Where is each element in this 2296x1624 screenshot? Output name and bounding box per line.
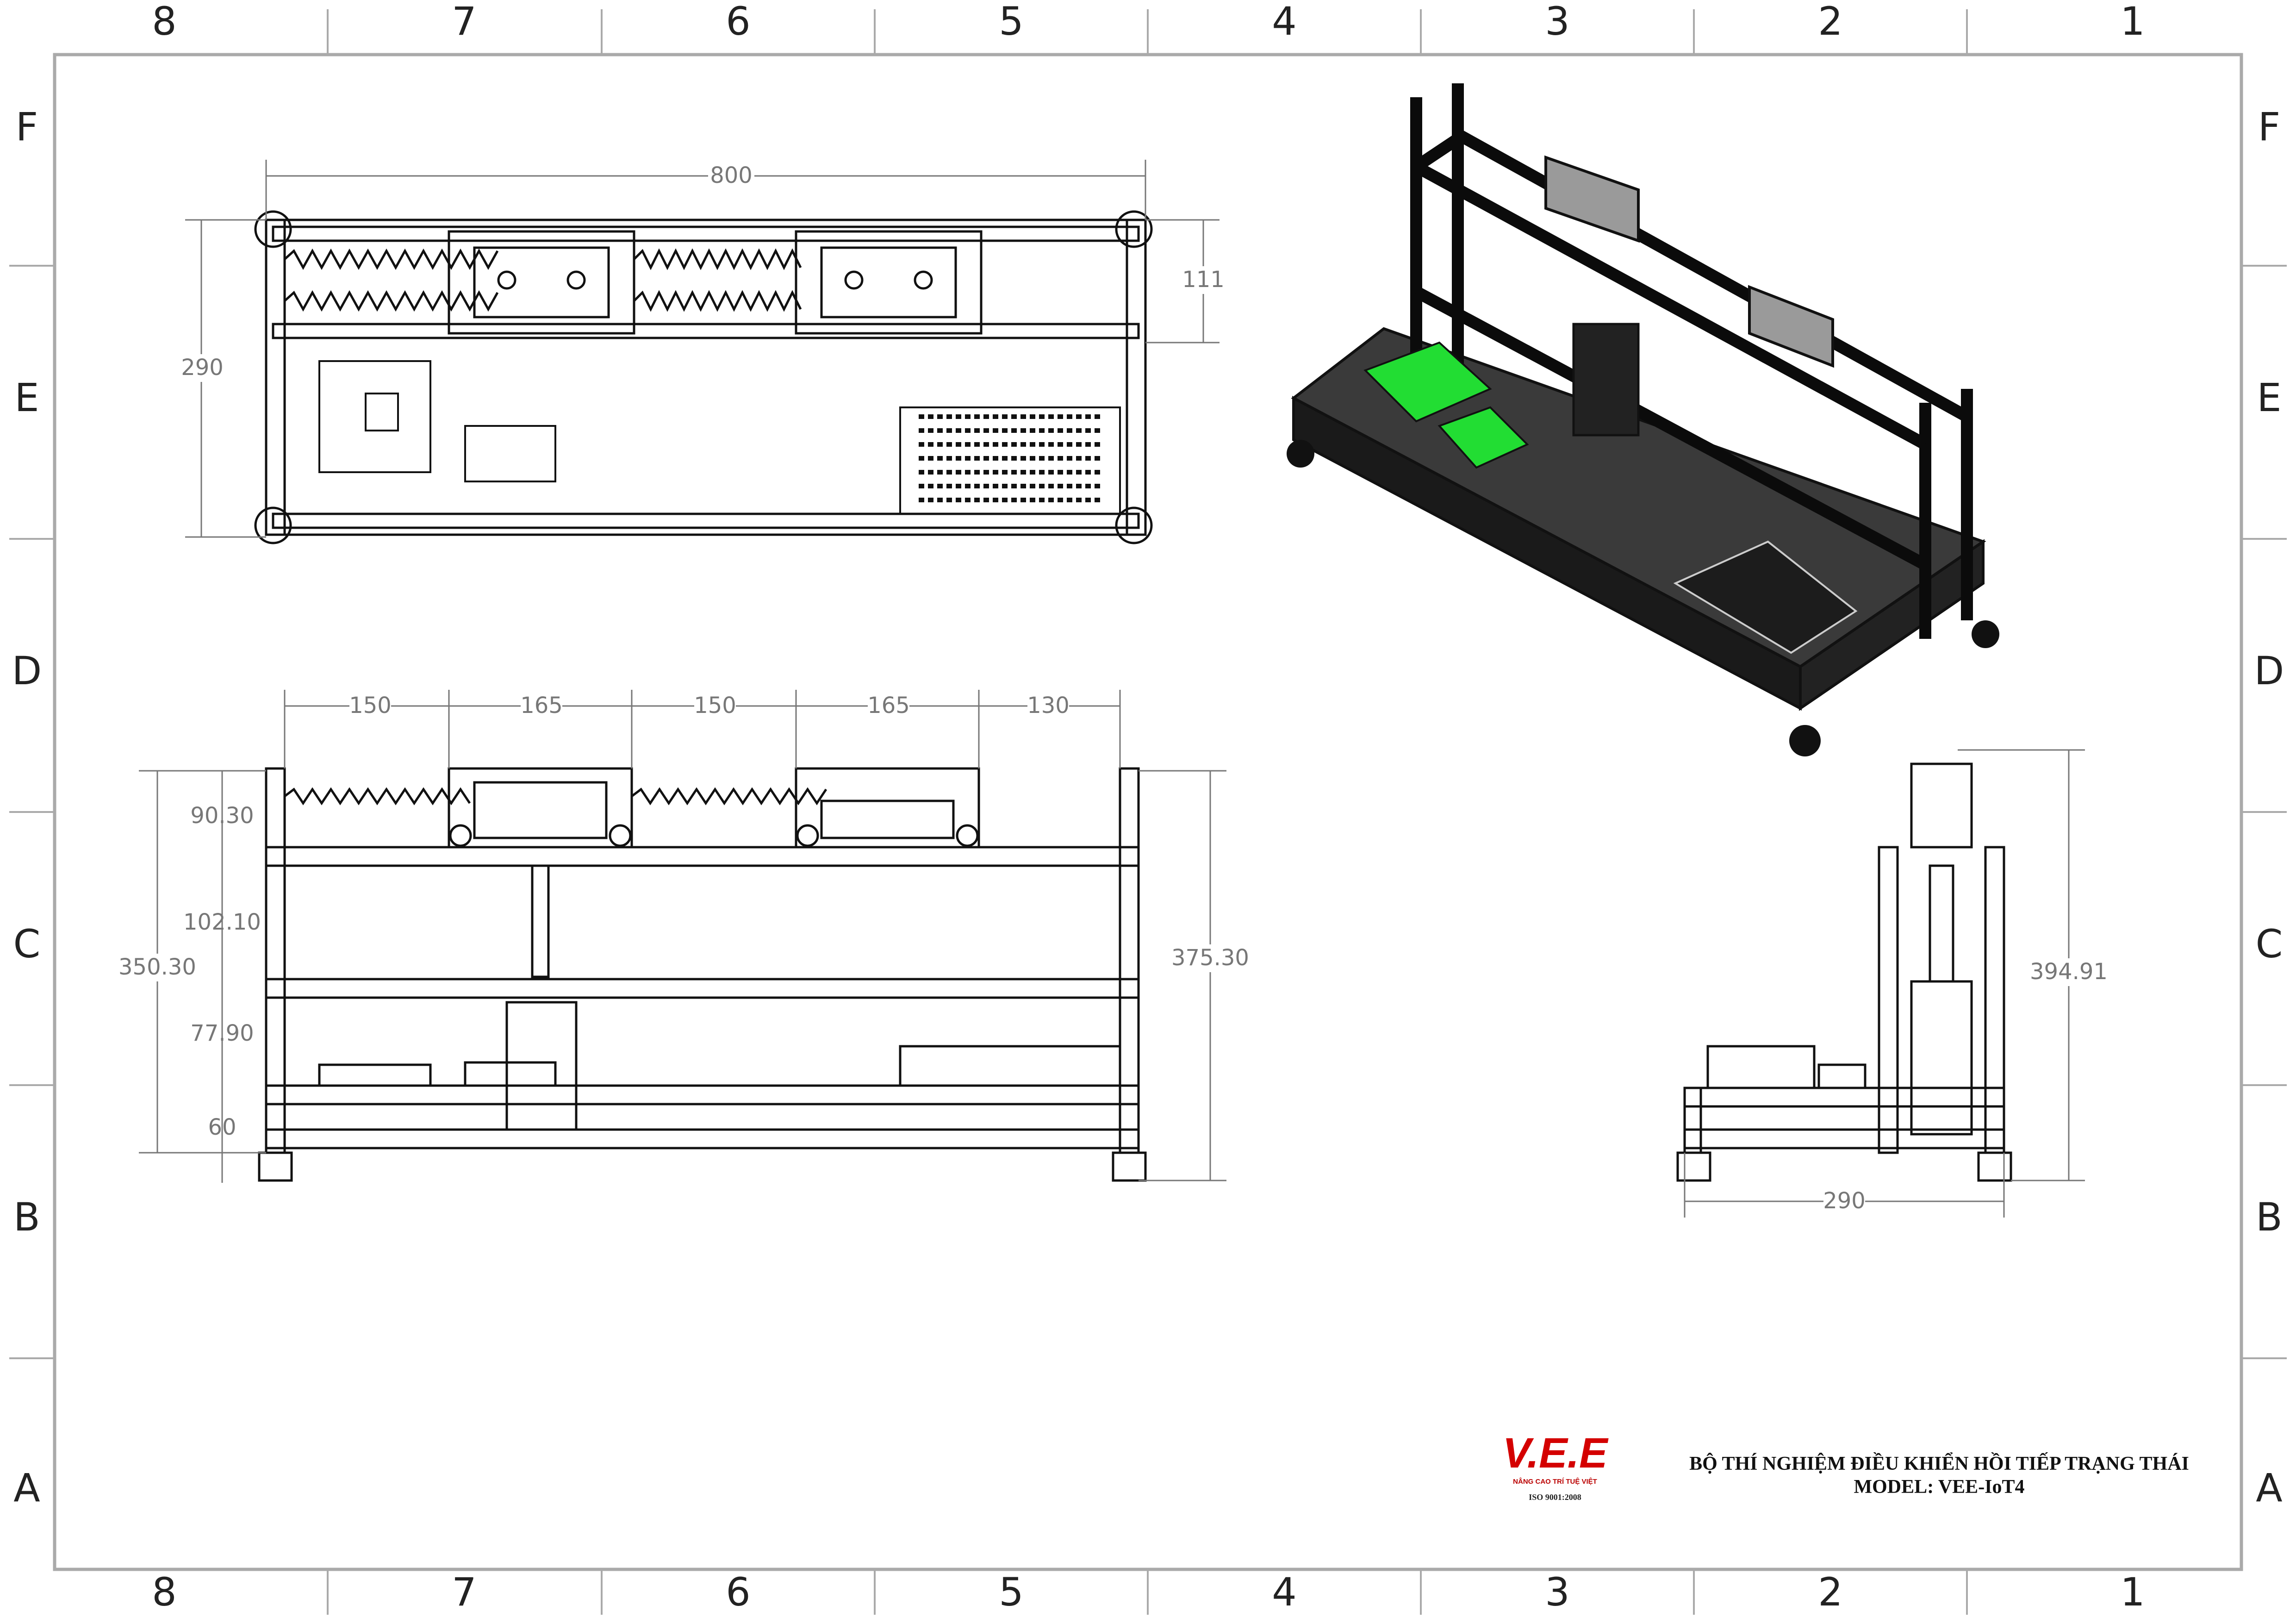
- zone-label-left: A: [13, 1465, 40, 1511]
- zone-label-bottom: 4: [1272, 1569, 1296, 1615]
- model-number: MODEL: VEE-IoT4: [1854, 1476, 2024, 1498]
- zone-labels-top: 8 7 6 5 4 3 2 1: [152, 0, 2145, 44]
- driver-board: [464, 425, 556, 482]
- zone-label-bottom: 8: [152, 1569, 176, 1615]
- front-view-dim-labels: 150 165 150 165 130 350.30 375.30 90.30 …: [118, 692, 1249, 1140]
- dimension-side-depth: 290: [1823, 1188, 1866, 1214]
- spring: [631, 787, 828, 806]
- zone-label-bottom: 6: [726, 1569, 750, 1615]
- dimension-spacing: 165: [867, 693, 910, 718]
- spring: [633, 290, 802, 312]
- dimension-spacing: 165: [520, 693, 563, 718]
- power-supply-iso: [1673, 540, 1858, 654]
- front-view: [258, 767, 1147, 1182]
- zone-ticks: [9, 9, 2287, 1615]
- zone-label-bottom: 7: [452, 1569, 476, 1615]
- zone-label-bottom: 2: [1818, 1569, 1842, 1615]
- dimension-level: 77.90: [190, 1020, 254, 1046]
- dimension-level: 60: [208, 1114, 236, 1140]
- dimension-level: 102.10: [183, 909, 261, 935]
- zone-label-left: E: [14, 375, 39, 420]
- zone-labels-left: F E D C B A: [12, 104, 42, 1511]
- zone-label-top: 1: [2120, 0, 2145, 44]
- title-block: V.E.E NÂNG CAO TRÍ TUỆ VIỆT ISO 9001:200…: [1503, 1430, 2189, 1502]
- zone-label-bottom: 5: [999, 1569, 1023, 1615]
- zone-label-left: B: [13, 1194, 40, 1240]
- spring: [284, 787, 471, 806]
- front-view-dimensions: [139, 690, 1226, 1183]
- zone-label-top: 3: [1545, 0, 1569, 44]
- zone-label-right: B: [2256, 1194, 2283, 1240]
- zone-label-right: F: [2258, 104, 2280, 150]
- company-logo: V.E.E: [1503, 1430, 1609, 1477]
- spring: [284, 248, 499, 270]
- zone-label-left: D: [12, 648, 42, 693]
- control-board: [318, 360, 431, 473]
- zone-label-bottom: 3: [1545, 1569, 1569, 1615]
- zone-label-left: F: [16, 104, 38, 150]
- zone-label-top: 7: [452, 0, 476, 44]
- zone-label-top: 6: [726, 0, 750, 44]
- pcb-board: [1363, 341, 1492, 423]
- dimension-width: 800: [710, 162, 753, 188]
- side-view: [1676, 762, 2012, 1182]
- dimension-overall-height: 350.30: [118, 954, 196, 980]
- dimension-carriage-depth: 111: [1182, 267, 1225, 293]
- power-supply: [899, 1045, 1121, 1087]
- dimension-side-height: 394.91: [2030, 959, 2108, 985]
- zone-label-right: D: [2254, 648, 2284, 693]
- zone-label-bottom: 1: [2120, 1569, 2145, 1615]
- zone-label-top: 5: [999, 0, 1023, 44]
- zone-labels-right: F E D C B A: [2254, 104, 2284, 1511]
- zone-label-top: 2: [1818, 0, 1842, 44]
- top-view-dimensions: [185, 160, 1220, 538]
- zone-label-top: 8: [152, 0, 176, 44]
- power-supply: [899, 406, 1121, 515]
- iso-certification: ISO 9001:2008: [1529, 1493, 1581, 1502]
- pcb-board: [1437, 406, 1529, 469]
- zone-label-top: 4: [1272, 0, 1296, 44]
- spring: [284, 290, 499, 312]
- isometric-view: [1287, 83, 1999, 756]
- dimension-spacing: 130: [1027, 693, 1070, 718]
- dimension-spacing: 150: [349, 693, 392, 718]
- drawing-border: [53, 53, 2243, 1571]
- dimension-level: 90.30: [190, 803, 254, 829]
- drawing-title: BỘ THÍ NGHIỆM ĐIỀU KHIỂN HỒI TIẾP TRẠNG …: [1689, 1452, 2189, 1474]
- spring: [633, 248, 802, 270]
- zone-label-right: A: [2256, 1465, 2282, 1511]
- zone-label-right: E: [2257, 375, 2281, 420]
- zone-labels-bottom: 8 7 6 5 4 3 2 1: [152, 1569, 2145, 1615]
- dimension-spacing: 150: [694, 693, 736, 718]
- company-slogan: NÂNG CAO TRÍ TUỆ VIỆT: [1513, 1477, 1597, 1486]
- top-view: [254, 210, 1153, 544]
- dimension-depth: 290: [181, 355, 224, 381]
- zone-label-right: C: [2256, 921, 2283, 967]
- dimension-total-height: 375.30: [1171, 945, 1249, 971]
- zone-label-left: C: [13, 921, 41, 967]
